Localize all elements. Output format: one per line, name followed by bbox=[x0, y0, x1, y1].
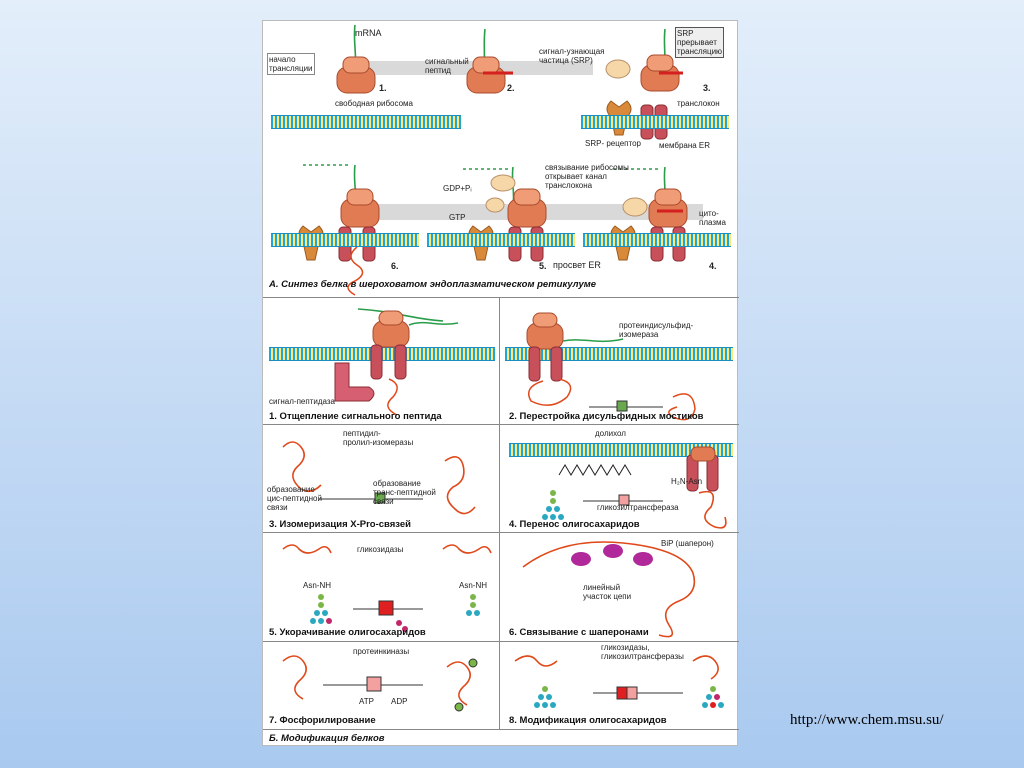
bip-label: BiP (шаперон) bbox=[661, 539, 714, 548]
cytoplasm-label: цито- плазма bbox=[699, 209, 726, 227]
trans-label: образование транс-пептидной связи bbox=[373, 479, 436, 506]
asn-nh-label: Asn-NH bbox=[303, 581, 332, 590]
er-lumen-label: просвет ER bbox=[553, 260, 601, 270]
free-ribosome-label: свободная рибосома bbox=[335, 99, 413, 108]
ribosome-translocon bbox=[370, 310, 459, 416]
kinases-label: протеинкиназы bbox=[353, 647, 410, 656]
section-b-title: Б. Модификация белков bbox=[269, 733, 385, 744]
h2n-asn-label: H₂N-Asn bbox=[671, 477, 703, 486]
signal-peptide-label: сигнальный пептид bbox=[425, 57, 469, 75]
glycosidases-label: гликозидазы bbox=[357, 545, 404, 554]
enzyme-marker bbox=[366, 676, 382, 692]
ribosome-translocon bbox=[526, 312, 624, 406]
enzyme-marker bbox=[616, 400, 628, 412]
enzyme-marker bbox=[374, 492, 386, 504]
step-number: 1. bbox=[379, 83, 387, 93]
step-number: 4. bbox=[709, 261, 717, 271]
section-a-title: А. Синтез белка в шероховатом эндоплазма… bbox=[269, 279, 597, 290]
enzyme-marker bbox=[378, 600, 394, 616]
asn-nh-label: Asn-NH bbox=[459, 581, 488, 590]
caption-8: 8. Модификация олигосахаридов bbox=[509, 715, 667, 726]
divider bbox=[263, 297, 739, 298]
figure-panel: mRNA начало трансляции сигнальный пептид… bbox=[262, 20, 739, 746]
step-number: 5. bbox=[539, 261, 547, 271]
cis-label: образование цис-пептидной связи bbox=[267, 485, 322, 512]
er-membrane bbox=[583, 233, 731, 247]
gdp-label: GDP+Pᵢ bbox=[443, 184, 472, 193]
linear-label: линейный участок цепи bbox=[583, 583, 632, 601]
srp-receptor-label: SRP- рецептор bbox=[585, 139, 641, 148]
caption-5: 5. Укорачивание олигосахаридов bbox=[269, 627, 426, 638]
caption-3: 3. Изомеризация X-Pro-связей bbox=[269, 519, 412, 530]
step-number: 3. bbox=[703, 83, 711, 93]
caption-1: 1. Отщепление сигнального пептида bbox=[269, 411, 442, 422]
enzyme-marker bbox=[618, 494, 630, 506]
bip-chaperone bbox=[571, 552, 591, 566]
oligosaccharide-tree bbox=[702, 686, 724, 708]
bip-chaperone bbox=[603, 544, 623, 558]
start-translation-label: начало трансляции bbox=[267, 53, 315, 75]
srp-stops-label: SRP прерывает трансляцию bbox=[675, 27, 725, 58]
translocon bbox=[686, 446, 719, 492]
translocon-label: транслокон bbox=[677, 99, 720, 108]
enzyme-marker bbox=[626, 686, 638, 700]
srp-label: сигнал-узнающая частица (SRP) bbox=[539, 47, 605, 65]
signal-peptidase-label: сигнал-пептидаза bbox=[269, 397, 335, 406]
glycosyltransferase-label: гликозилтрансфераза bbox=[597, 503, 679, 512]
divider bbox=[499, 297, 500, 729]
caption-7: 7. Фосфорилирование bbox=[269, 715, 376, 726]
step-number: 6. bbox=[391, 261, 399, 271]
glyco-both-label: гликозидазы, гликозилтрансферазы bbox=[601, 643, 684, 661]
mrna-label: mRNA bbox=[355, 28, 382, 38]
divider bbox=[263, 532, 739, 533]
divider bbox=[263, 729, 739, 730]
bip-chaperone bbox=[633, 552, 653, 566]
caption-2: 2. Перестройка дисульфидных мостиков bbox=[509, 411, 704, 422]
enzyme-marker bbox=[616, 686, 628, 700]
oligosaccharide-tree bbox=[534, 686, 556, 708]
binding-opens-label: связывание рибосомы открывает канал тран… bbox=[545, 163, 629, 190]
er-membrane bbox=[581, 115, 729, 129]
ribosome bbox=[336, 56, 376, 94]
er-membrane bbox=[271, 233, 419, 247]
pdi-label: протеиндисульфид- изомераза bbox=[619, 321, 694, 339]
caption-4: 4. Перенос олигосахаридов bbox=[509, 519, 640, 530]
caption-6: 6. Связывание с шаперонами bbox=[509, 627, 649, 638]
gtp-label: GTP bbox=[449, 213, 466, 222]
ppi-label: пептидил- пролил-изомеразы bbox=[343, 429, 414, 447]
dolichol-label: долихол bbox=[595, 429, 626, 438]
ribosome-with-srp bbox=[605, 54, 683, 92]
ribosome-srp-bound bbox=[610, 188, 688, 262]
oligosaccharide-tree bbox=[310, 594, 332, 624]
atp-label: ATP bbox=[359, 697, 374, 706]
er-membrane-label: мембрана ER bbox=[659, 141, 711, 150]
er-membrane bbox=[427, 233, 575, 247]
oligosaccharide-tree bbox=[542, 490, 564, 520]
section-b-drawing bbox=[282, 310, 727, 712]
step-number: 2. bbox=[507, 83, 515, 93]
ribosome-docking bbox=[468, 174, 547, 262]
er-membrane bbox=[271, 115, 461, 129]
divider bbox=[263, 641, 739, 642]
adp-label: ADP bbox=[391, 697, 408, 706]
oligosaccharide-tree bbox=[466, 594, 480, 616]
source-url-link[interactable]: http://www.chem.msu.su/ bbox=[790, 712, 944, 728]
ribosome bbox=[466, 56, 513, 94]
divider bbox=[263, 424, 739, 425]
er-membrane bbox=[509, 443, 733, 457]
signal-peptidase bbox=[334, 362, 375, 402]
